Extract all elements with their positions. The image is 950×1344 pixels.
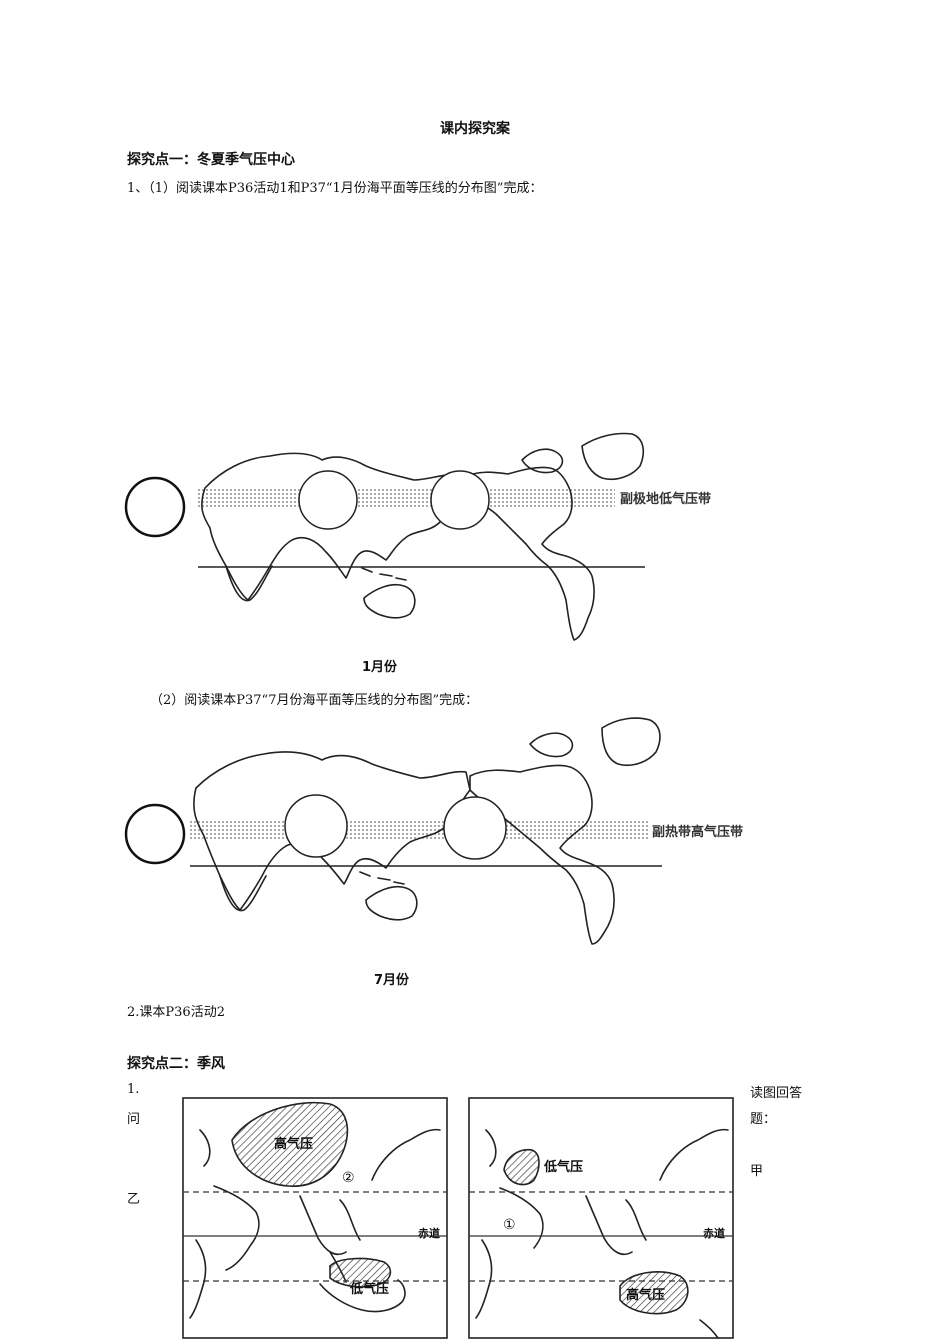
pressure-centre-circle-pacific bbox=[443, 796, 507, 860]
pressure-centre-circle-pacific bbox=[430, 470, 490, 530]
january-pressure-map bbox=[124, 432, 645, 641]
label-yi: 乙 bbox=[127, 1192, 141, 1207]
answer-circle-left bbox=[124, 803, 186, 865]
pressure-centre-circle-asia bbox=[298, 470, 358, 530]
pressure-centre-circle-asia bbox=[284, 794, 348, 858]
section-heading-2: 探究点二：季风 bbox=[127, 1056, 225, 1072]
question-2: 2.课本P36活动2 bbox=[127, 1005, 225, 1020]
question-wen: 问 bbox=[127, 1112, 141, 1127]
equator-label-left: 赤道 bbox=[418, 1227, 440, 1240]
question-1-part-1: 1、（1）阅读课本P36活动1和P37“1月份海平面等压线的分布图”完成： bbox=[127, 181, 543, 196]
label-high-pressure-left: 高气压 bbox=[274, 1137, 314, 1152]
page-title: 课内探究案 bbox=[440, 121, 510, 137]
question-prompt-line1: 读图回答 bbox=[750, 1086, 803, 1101]
question-prompt-line2: 题： bbox=[750, 1112, 777, 1127]
answer-circle-left bbox=[124, 476, 186, 538]
marker-2: ② bbox=[342, 1170, 355, 1186]
question-number: 1. bbox=[127, 1082, 140, 1097]
map-caption-july: 7月份 bbox=[374, 973, 410, 988]
label-high-pressure-right: 高气压 bbox=[626, 1288, 666, 1303]
marker-1: ① bbox=[503, 1217, 516, 1233]
map-caption-january: 1月份 bbox=[362, 660, 398, 675]
label-jia: 甲 bbox=[750, 1164, 764, 1179]
label-low-pressure-left: 低气压 bbox=[350, 1282, 390, 1297]
equator-label-right: 赤道 bbox=[703, 1227, 725, 1240]
question-1-part-2: （2）阅读课本P37“7月份海平面等压线的分布图”完成： bbox=[150, 693, 479, 708]
july-pressure-map bbox=[124, 717, 662, 945]
label-low-pressure-right: 低气压 bbox=[544, 1160, 584, 1175]
band-label-subtropical-high: 副热带高气压带 bbox=[652, 825, 744, 840]
section-heading-1: 探究点一：冬夏季气压中心 bbox=[127, 152, 295, 168]
band-label-subpolar-low: 副极地低气压带 bbox=[620, 492, 712, 507]
